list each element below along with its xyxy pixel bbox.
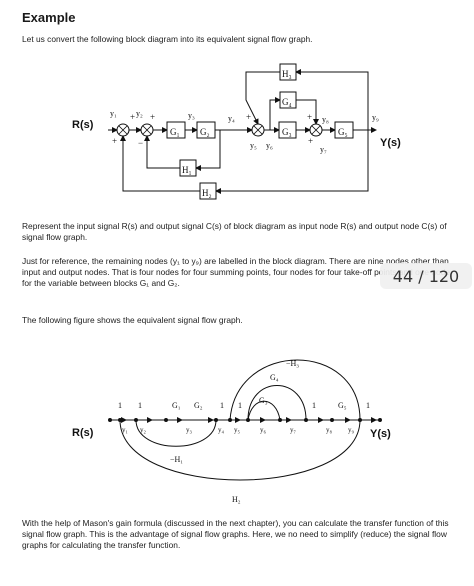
mason-paragraph: With the help of Mason's gain formula (d…	[22, 518, 449, 550]
sfg-node-y4: y₄	[218, 426, 225, 434]
sign-plus-3: +	[150, 112, 155, 122]
node-y4: y₄	[228, 114, 235, 123]
sfg-gain-neg-h3: −H₃	[286, 359, 299, 368]
following-paragraph: The following figure shows the equivalen…	[22, 315, 243, 325]
sfg-gain-1c: 1	[220, 401, 224, 410]
block-h3: H₃	[282, 69, 292, 79]
block-g3: G₃	[282, 127, 292, 137]
block-g1: G₁	[170, 127, 180, 137]
sfg-gain-g4: G₄	[270, 373, 279, 382]
sfg-gain-1e: 1	[312, 401, 316, 410]
sign-plus-4: +	[246, 112, 251, 122]
node-y9: y₉	[372, 113, 379, 122]
page-heading: Example	[22, 10, 76, 25]
node-y7: y₇	[320, 145, 327, 154]
sfg-gain-1d: 1	[238, 401, 242, 410]
sfg-gain-g5: G₅	[338, 401, 347, 410]
sign-plus-6: +	[308, 136, 313, 146]
sfg-input-label: R(s)	[72, 427, 94, 439]
sfg-gain-1f: 1	[366, 401, 370, 410]
bd-output-label: Y(s)	[380, 137, 401, 149]
sfg-node-y8: y₈	[326, 426, 333, 434]
sfg-gain-1b: 1	[138, 401, 142, 410]
sfg-node-y3: y₃	[186, 426, 193, 434]
sfg-gain-g2: G₂	[194, 401, 203, 410]
sfg-gain-g1: G₁	[172, 401, 181, 410]
node-y1: y₁	[110, 109, 117, 118]
sfg-gain-1a: 1	[118, 401, 122, 410]
block-diagram: R(s) Y(s) G₁ G₂ G₃ G₄ G₅ H₁ H₂ H₃ y₁ y₂ …	[72, 63, 401, 200]
node-y8: y₈	[322, 115, 329, 124]
sfg-node-y7: y₇	[290, 426, 297, 434]
block-h2: H₂	[202, 188, 212, 198]
sfg-node-y5: y₅	[234, 426, 241, 434]
sfg-node-y1: y₁	[122, 426, 128, 434]
sfg-node-y9: y₉	[348, 426, 355, 434]
sfg-gain-g3: G₃	[259, 396, 268, 405]
block-h1: H₁	[182, 165, 192, 175]
sfg-node-y6: y₆	[260, 426, 267, 434]
signal-flow-graph: R(s) Y(s) 1 1 G₁ G₂ 1 1 G₃ G₄ 1 G₅ 1 −H₃…	[72, 359, 391, 504]
sign-plus-5: +	[307, 112, 312, 122]
represent-paragraph: Represent the input signal R(s) and outp…	[22, 221, 447, 242]
sfg-gain-neg-h1: −H₁	[170, 455, 183, 464]
node-y5: y₅	[250, 141, 257, 150]
sfg-output-label: Y(s)	[370, 428, 391, 440]
sign-minus-1: −	[138, 138, 143, 148]
block-g2: G₂	[200, 127, 210, 137]
reference-paragraph: Just for reference, the remaining nodes …	[22, 256, 451, 288]
block-g5: G₅	[338, 127, 348, 137]
page-counter-badge: 44 / 120	[380, 263, 472, 289]
node-y2: y₂	[136, 109, 143, 118]
sfg-gain-h2: H₂	[232, 495, 241, 504]
sfg-node-y2: y₂	[140, 426, 147, 434]
node-y6: y₆	[266, 141, 273, 150]
node-y3: y₃	[188, 111, 195, 120]
intro-paragraph: Let us convert the following block diagr…	[22, 34, 313, 44]
sign-plus-1: +	[130, 112, 135, 122]
sign-plus-2: +	[112, 136, 117, 146]
block-g4: G₄	[282, 97, 292, 107]
bd-input-label: R(s)	[72, 119, 94, 131]
